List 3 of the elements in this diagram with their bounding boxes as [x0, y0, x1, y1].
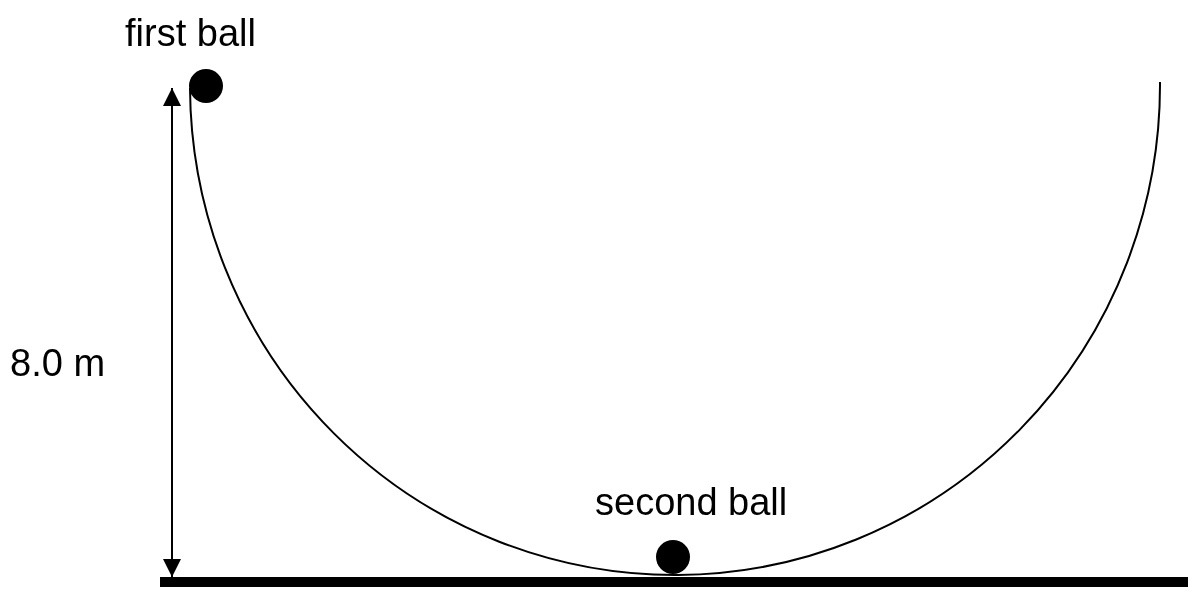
dimension-label: 8.0 m: [10, 344, 106, 382]
ball-label: first ball: [125, 14, 256, 52]
ball-label: second ball: [595, 483, 788, 521]
